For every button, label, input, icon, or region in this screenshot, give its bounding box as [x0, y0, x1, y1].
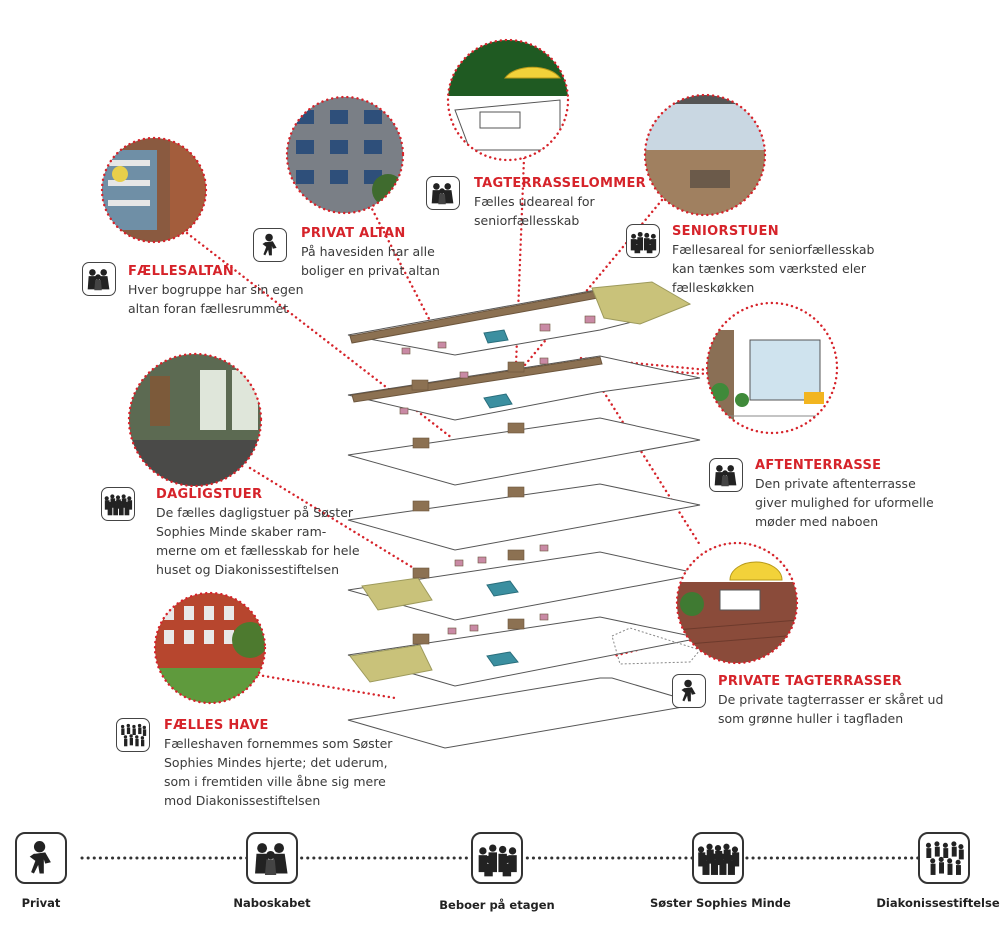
tagterrasselommer-desc: Fælles udeareal for seniorfællesskab — [474, 194, 595, 228]
dashed-terrace — [611, 627, 701, 665]
person-icon — [672, 674, 706, 708]
photo-dagligstuer — [127, 352, 263, 488]
faellesaltan-title: FÆLLESALTAN — [128, 264, 235, 279]
floor-group-icon — [626, 224, 660, 258]
scale-label-naboskabet: Naboskabet — [233, 896, 311, 910]
faelles-have-desc: Fælleshaven fornemmes som Søster Sophies… — [164, 736, 393, 808]
teal-room-2 — [486, 580, 519, 597]
scale-label-soster: Søster Sophies Minde — [650, 896, 791, 910]
green-roof-2 — [361, 577, 433, 611]
floor-stack — [347, 281, 701, 749]
group-icon — [82, 262, 116, 296]
green-roof-6 — [591, 281, 692, 325]
photo-faellesaltan — [100, 136, 208, 244]
photo-privat-altan — [285, 95, 405, 215]
person-icon — [253, 228, 287, 262]
photo-aftenterrasse — [705, 301, 839, 435]
floor-plate-5 — [347, 355, 701, 421]
scale-label-beboer: Beboer på etagen — [439, 898, 555, 912]
scale-label-diakonisse: Diakonissestiftelse — [876, 896, 1000, 910]
group-icon — [426, 176, 460, 210]
leader-aftenterrasse-c — [588, 368, 702, 547]
photo-tagterrasse — [446, 38, 570, 162]
floor-plate-0 — [347, 677, 701, 749]
aftenterrasse-title: AFTENTERRASSE — [755, 458, 882, 473]
photo-tagterrasser — [675, 541, 799, 665]
large-crowd-icon — [116, 718, 150, 752]
teal-room-1 — [486, 651, 519, 667]
teal-room-5 — [483, 393, 513, 409]
aftenterrasse-desc: Den private aftenterrasse giver mulighed… — [755, 476, 934, 529]
group-icon — [246, 832, 298, 884]
leader-faellesaltan — [181, 228, 454, 440]
seniorstuen-desc: Fællesareal for seniorfællesskab kan tæn… — [672, 242, 875, 295]
crowd-icon — [692, 832, 744, 884]
tagterrasselommer-title: TAGTERRASSELOMMER — [474, 176, 646, 191]
photo-seniorstuen — [643, 93, 767, 217]
faelles-have-title: FÆLLES HAVE — [164, 718, 269, 733]
seniorstuen-title: SENIORSTUEN — [672, 224, 779, 239]
dagligstuer-title: DAGLIGSTUER — [156, 487, 263, 502]
dagligstuer-desc: De fælles dagligstuer på Søster Sophies … — [156, 505, 360, 577]
scale-label-privat: Privat — [21, 896, 61, 910]
privat-altan-desc: På havesiden har alle boliger en privat … — [301, 244, 440, 278]
person-icon — [15, 832, 67, 884]
private-tagterrasser-desc: De private tagterrasser er skåret ud som… — [718, 692, 944, 726]
crowd-icon — [101, 487, 135, 521]
room-modules — [399, 315, 596, 645]
privat-altan-title: PRIVAT ALTAN — [301, 226, 406, 241]
green-roof-1 — [349, 644, 433, 683]
private-tagterrasser-title: PRIVATE TAGTERRASSER — [718, 674, 903, 689]
leader-privat-altan — [368, 203, 442, 342]
faellesaltan-desc: Hver bogruppe har sin egen altan foran f… — [128, 282, 304, 316]
floor-group-icon — [471, 832, 523, 884]
large-crowd-icon — [918, 832, 970, 884]
group-icon — [709, 458, 743, 492]
teal-room-6 — [483, 329, 509, 344]
photo-faelles-have — [153, 591, 267, 705]
